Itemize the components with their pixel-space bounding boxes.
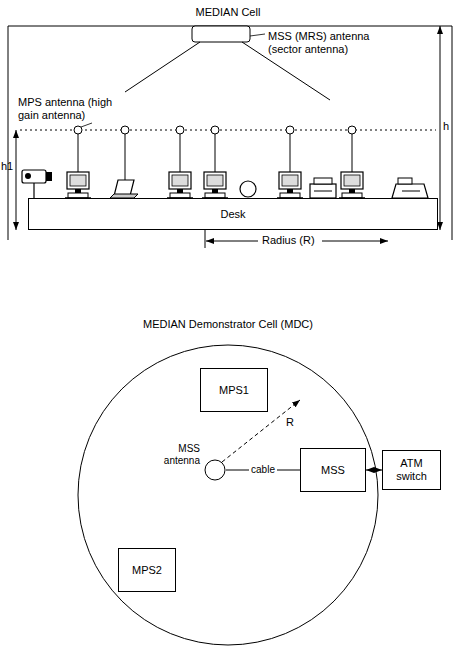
leader-line <box>250 34 265 36</box>
switch-box: ATM switch <box>382 450 441 490</box>
computer <box>277 126 303 198</box>
antenna-circle: MSS antenna <box>204 459 226 481</box>
panel-title: MEDIAN Cell <box>128 6 328 19</box>
node-label: Desk <box>220 208 245 221</box>
node-label: MPS2 <box>132 564 162 577</box>
dimension-arrow <box>16 130 17 230</box>
computer <box>65 126 91 198</box>
beam-line <box>125 42 200 92</box>
terminal-box: MPS2 <box>118 548 176 592</box>
dimension-label: h1 <box>1 160 13 173</box>
radius-arrow <box>206 241 258 242</box>
leader-line <box>81 123 92 127</box>
terminal-box: MPS1 <box>200 368 268 412</box>
radius-arrow <box>322 241 388 242</box>
dimension-arrow <box>440 26 441 230</box>
room-frame <box>8 26 452 240</box>
video-camera <box>22 170 52 198</box>
computer <box>339 126 365 198</box>
antenna-symbol <box>204 459 226 481</box>
desk-box: Desk <box>28 198 438 230</box>
computer <box>167 126 193 198</box>
panel-title: MEDIAN Demonstrator Cell (MDC) <box>78 318 378 331</box>
dimension-label: Radius (R) <box>262 234 315 247</box>
station-box: MSS <box>300 448 366 492</box>
cell-boundary <box>78 345 378 645</box>
ball <box>240 181 256 197</box>
callout-label: MPS antenna (high gain antenna) <box>18 96 118 122</box>
laptop <box>110 126 138 198</box>
connector-label: cable <box>249 464 277 476</box>
computer <box>202 126 228 198</box>
sector-antenna <box>192 26 250 42</box>
connector <box>366 470 382 471</box>
antenna-circle <box>205 460 225 480</box>
fax-machine <box>392 178 428 198</box>
node-label: MPS1 <box>219 384 249 397</box>
printer <box>310 178 336 198</box>
radius-tick <box>205 230 206 248</box>
node-label: ATM switch <box>388 457 435 483</box>
dimension-label: h <box>443 120 449 133</box>
node-label: MSS <box>321 464 345 477</box>
dimension-label: R <box>286 416 294 429</box>
callout-label: MSS (MRS) antenna (sector antenna) <box>268 30 380 56</box>
node-label: MSS antenna <box>152 443 200 467</box>
